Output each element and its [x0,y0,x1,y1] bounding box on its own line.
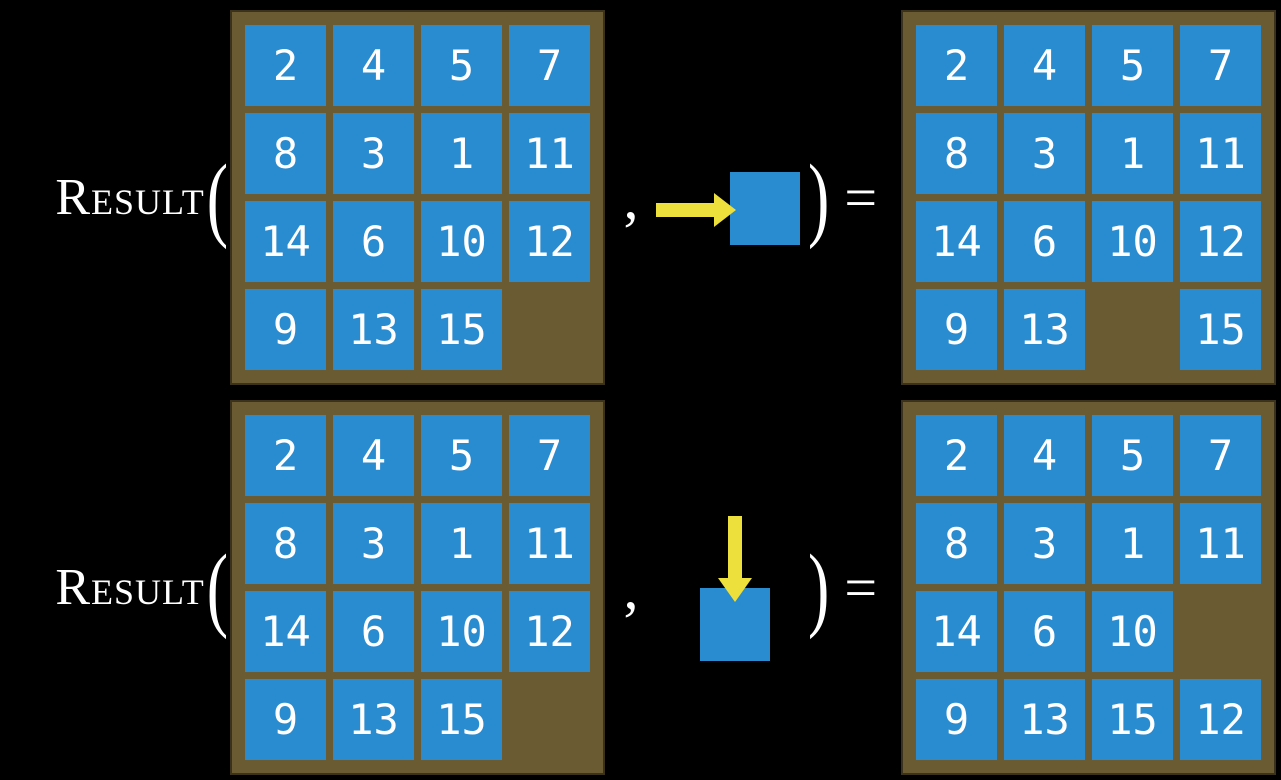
tile-14: 14 [916,201,997,282]
tile-square [730,172,800,245]
tile-15: 15 [1180,289,1261,370]
tile-14: 14 [245,591,326,672]
tile-15: 15 [1092,679,1173,760]
tile-3: 3 [333,503,414,584]
tile-9: 9 [916,289,997,370]
open-paren: ( [206,534,228,640]
tile-4: 4 [1004,415,1085,496]
right-arrow-icon [656,193,736,227]
tile-5: 5 [421,415,502,496]
empty-slot [1180,591,1261,672]
tile-13: 13 [333,679,414,760]
tile-11: 11 [1180,503,1261,584]
empty-slot [509,289,590,370]
empty-slot [509,679,590,760]
tile-1: 1 [421,503,502,584]
comma-separator: , [623,164,639,231]
tile-11: 11 [1180,113,1261,194]
tile-3: 3 [333,113,414,194]
tile-15: 15 [421,679,502,760]
tile-12: 12 [509,201,590,282]
move-down-action-icon [700,516,780,662]
comma-separator: , [623,554,639,621]
tile-2: 2 [916,25,997,106]
tile-3: 3 [1004,113,1085,194]
equals-sign: = [844,555,878,620]
tile-15: 15 [421,289,502,370]
tile-3: 3 [1004,503,1085,584]
tile-7: 7 [509,25,590,106]
tile-5: 5 [421,25,502,106]
tile-12: 12 [1180,679,1261,760]
tile-14: 14 [916,591,997,672]
tile-11: 11 [509,113,590,194]
tile-9: 9 [245,679,326,760]
close-paren: ) [808,534,830,640]
close-paren-equals: ) = [806,148,877,248]
down-arrow-icon [718,516,752,602]
tile-4: 4 [1004,25,1085,106]
tile-8: 8 [916,503,997,584]
tile-12: 12 [1180,201,1261,282]
tile-13: 13 [333,289,414,370]
tile-12: 12 [509,591,590,672]
tile-5: 5 [1092,415,1173,496]
tile-9: 9 [916,679,997,760]
tile-7: 7 [1180,25,1261,106]
tile-8: 8 [245,503,326,584]
open-paren: ( [206,144,228,250]
tile-2: 2 [245,25,326,106]
result-function-label: Result( [0,538,228,638]
tile-10: 10 [1092,591,1173,672]
tile-4: 4 [333,25,414,106]
tile-2: 2 [916,415,997,496]
tile-13: 13 [1004,679,1085,760]
empty-slot [1092,289,1173,370]
equals-sign: = [844,165,878,230]
tile-13: 13 [1004,289,1085,370]
function-name: Result [55,559,205,616]
tile-2: 2 [245,415,326,496]
function-name: Result [55,169,205,226]
close-paren-equals: ) = [806,538,877,638]
tile-8: 8 [916,113,997,194]
tile-10: 10 [1092,201,1173,282]
tile-14: 14 [245,201,326,282]
tile-6: 6 [1004,201,1085,282]
tile-6: 6 [333,201,414,282]
tile-6: 6 [1004,591,1085,672]
tile-7: 7 [1180,415,1261,496]
tile-9: 9 [245,289,326,370]
tile-1: 1 [1092,113,1173,194]
tile-5: 5 [1092,25,1173,106]
tile-1: 1 [1092,503,1173,584]
result-function-label: Result( [0,148,228,248]
close-paren: ) [808,144,830,250]
tile-4: 4 [333,415,414,496]
tile-8: 8 [245,113,326,194]
tile-10: 10 [421,591,502,672]
tile-1: 1 [421,113,502,194]
tile-11: 11 [509,503,590,584]
tile-7: 7 [509,415,590,496]
move-right-action-icon [656,172,806,252]
tile-10: 10 [421,201,502,282]
tile-6: 6 [333,591,414,672]
